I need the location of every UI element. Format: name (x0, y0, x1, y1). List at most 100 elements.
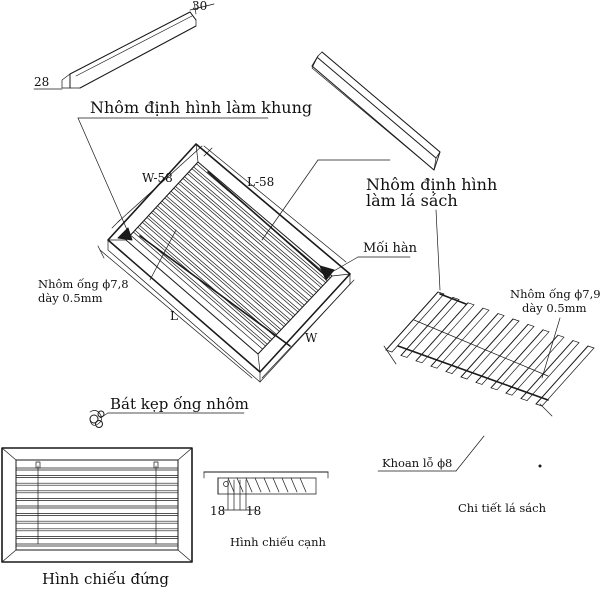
isometric-blade (166, 195, 300, 311)
detail-blade-cap (430, 365, 438, 369)
side-slat (281, 477, 289, 493)
isometric-blade-cap (161, 197, 166, 202)
isometric-blade-cap (179, 178, 184, 182)
dim-28: 28 (34, 75, 49, 89)
isometric-blade-cap (139, 222, 143, 226)
detail-blade-cap (475, 382, 483, 385)
detail-blade (475, 323, 529, 383)
detail-blade-cap (505, 392, 513, 396)
isometric-blade (157, 205, 291, 321)
isometric-blade-cap (184, 173, 188, 177)
detail-blade (385, 291, 439, 351)
side-slat (245, 477, 253, 493)
detail-blade-edge (541, 347, 595, 407)
side-slat (290, 477, 298, 493)
label-louver-detail: Chi tiết lá sách (458, 501, 547, 515)
clip-symbol (89, 410, 105, 428)
detail-blade (490, 329, 544, 389)
dim-side-18-left: 18 (210, 504, 225, 518)
isometric-blade-cap (166, 192, 170, 197)
detail-blade (445, 313, 499, 373)
front-view-slats (15, 467, 179, 547)
label-tube-right-2: dày 0.5mm (522, 301, 587, 315)
isometric-blade-edge (155, 207, 290, 323)
label-tube-left-2: dày 0.5mm (38, 291, 103, 305)
isometric-blade-cap (152, 207, 157, 212)
side-slat (299, 477, 307, 493)
label-tube-left-1: Nhôm ống ϕ7,8 (38, 277, 129, 291)
leader-tube-left (149, 229, 177, 281)
label-drill: Khoan lỗ ϕ8 (382, 456, 452, 470)
label-tube-right-1: Nhôm ống ϕ7,9 (510, 287, 600, 301)
detail-blade-end (383, 345, 397, 365)
detail-blade-cap (512, 318, 520, 322)
isometric-blade-cap (157, 202, 161, 207)
detail-blade-edge (406, 299, 460, 358)
dim-w: W (305, 331, 318, 345)
isometric-blade (148, 215, 282, 330)
detail-louver-blades (383, 291, 595, 417)
isometric-blade (130, 234, 263, 350)
dim-l-minus-58: L-58 (247, 175, 274, 189)
detail-blade-cap (497, 313, 505, 316)
label-frame-profile: Nhôm định hình làm khung (90, 98, 312, 117)
detail-blade-cap (527, 324, 535, 327)
detail-blade-edge (511, 336, 565, 396)
label-louver-profile-1: Nhôm định hình (366, 175, 497, 194)
leader-louver-profile (261, 159, 319, 241)
leader-frame-profile-diag (77, 117, 129, 233)
isometric-blade-cap (188, 168, 193, 173)
isometric-blade (170, 190, 305, 306)
detail-blade-cap (557, 334, 565, 338)
detail-blade-cap (520, 398, 528, 401)
frame-angle-profile (33, 1, 215, 90)
detail-blade-cap (572, 340, 580, 343)
detail-blade-edge (526, 342, 580, 401)
isometric-blade (188, 171, 324, 287)
label-louver-profile-2: làm lá sách (366, 191, 458, 210)
dim-side-18-right: 18 (246, 504, 261, 518)
isometric-blade-edge (187, 173, 322, 288)
detail-blade-edge (481, 326, 535, 385)
detail-blade (520, 340, 574, 400)
detail-blade-cap (415, 360, 423, 364)
isometric-blade-cap (170, 187, 175, 192)
detail-blade-end (539, 403, 553, 417)
detail-blade-cap (587, 345, 595, 349)
isometric-blade (175, 186, 310, 301)
detail-blade-cap (452, 297, 460, 300)
isometric-blade-edge (137, 226, 271, 342)
side-slat (254, 477, 262, 493)
leader-louver-profile-2 (435, 209, 441, 291)
detail-blade-edge (436, 309, 490, 369)
detail-blade-cap (535, 403, 543, 407)
label-front-view: Hình chiếu đứng (42, 570, 169, 588)
isometric-blade-edge (142, 222, 276, 337)
side-slat (263, 477, 271, 493)
detail-blade-edge (451, 315, 505, 374)
dim-w-minus-58: W-58 (142, 171, 173, 185)
isometric-blade (161, 200, 296, 316)
isometric-blade (152, 210, 287, 326)
detail-blade-cap (467, 302, 475, 306)
isometric-blade (139, 225, 273, 340)
detail-blade (460, 318, 514, 378)
isometric-blade (184, 176, 319, 291)
dim-30: 30 (192, 0, 207, 13)
isometric-blade-edge (173, 187, 308, 303)
isometric-blade-cap (175, 183, 179, 187)
side-slat (272, 477, 280, 493)
isometric-blade (143, 220, 277, 335)
dim-l: L (170, 309, 178, 323)
isometric-blade-edge (133, 231, 266, 347)
isometric-blade-edge (178, 183, 313, 298)
detail-blade-cap (400, 355, 408, 358)
detail-blade-cap (482, 307, 490, 311)
detail-blade-cap (437, 291, 445, 295)
detail-blade-edge (391, 293, 445, 353)
isometric-blade (193, 166, 328, 282)
front-view (1, 447, 193, 563)
detail-blade-cap (460, 376, 468, 380)
isometric-blade-edge (169, 192, 303, 308)
